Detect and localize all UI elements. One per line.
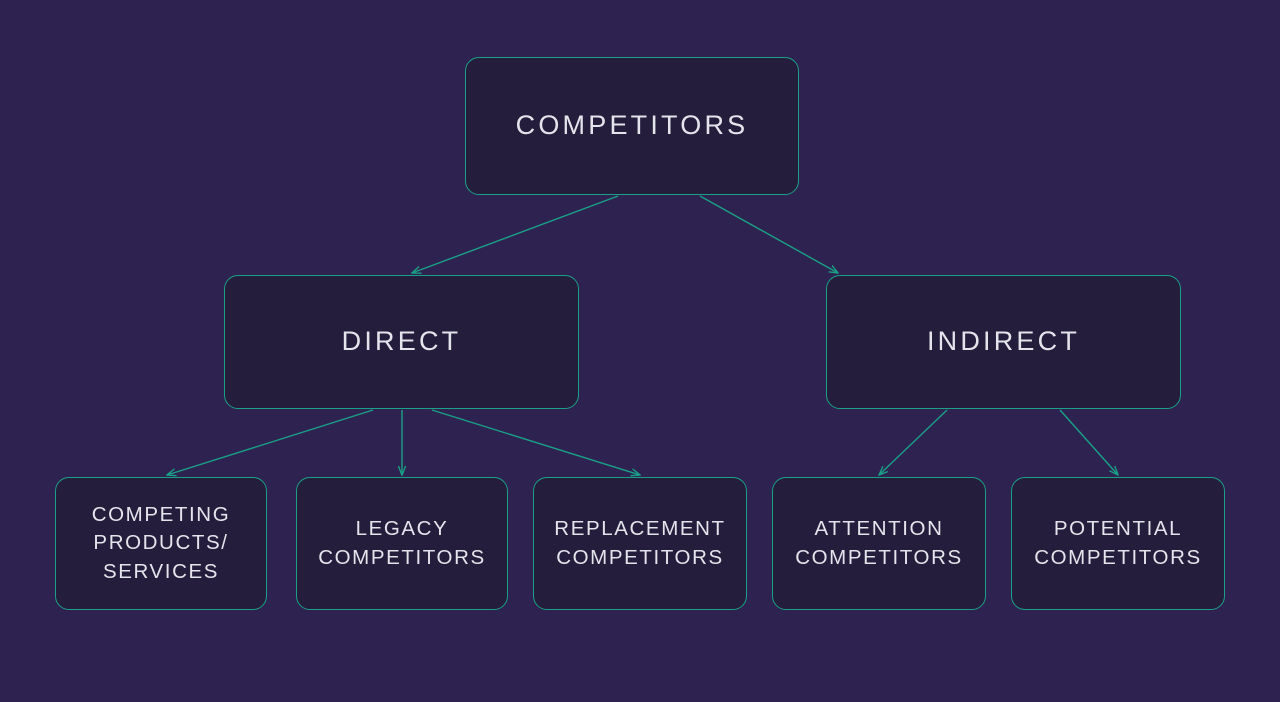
edge-direct-replacement (431, 409, 640, 475)
node-potential-competitors-label: POTENTIAL COMPETITORS (1034, 517, 1202, 569)
node-attention-competitors[interactable]: ATTENTION COMPETITORS (772, 477, 986, 610)
node-competitors[interactable]: COMPETITORS (465, 57, 799, 195)
node-legacy-competitors-label: LEGACY COMPETITORS (318, 517, 486, 569)
node-indirect[interactable]: INDIRECT (826, 275, 1181, 409)
edge-root-direct (412, 195, 619, 273)
edge-root-indirect (699, 195, 838, 273)
node-indirect-label: INDIRECT (926, 326, 1081, 357)
node-legacy-competitors[interactable]: LEGACY COMPETITORS (296, 477, 508, 610)
node-competing-products-services-label: COMPETING PRODUCTS/ SERVICES (91, 503, 231, 583)
node-direct-label: DIRECT (341, 326, 462, 357)
node-attention-competitors-label: ATTENTION COMPETITORS (795, 517, 963, 569)
edge-indirect-potential (1059, 409, 1118, 475)
edge-direct-competing (167, 409, 374, 475)
node-competitors-label: COMPETITORS (515, 110, 749, 141)
node-replacement-competitors[interactable]: REPLACEMENT COMPETITORS (533, 477, 747, 610)
node-direct[interactable]: DIRECT (224, 275, 579, 409)
node-potential-competitors[interactable]: POTENTIAL COMPETITORS (1011, 477, 1225, 610)
edge-indirect-attention (879, 409, 948, 475)
node-replacement-competitors-label: REPLACEMENT COMPETITORS (554, 517, 726, 569)
node-competing-products-services[interactable]: COMPETING PRODUCTS/ SERVICES (55, 477, 267, 610)
